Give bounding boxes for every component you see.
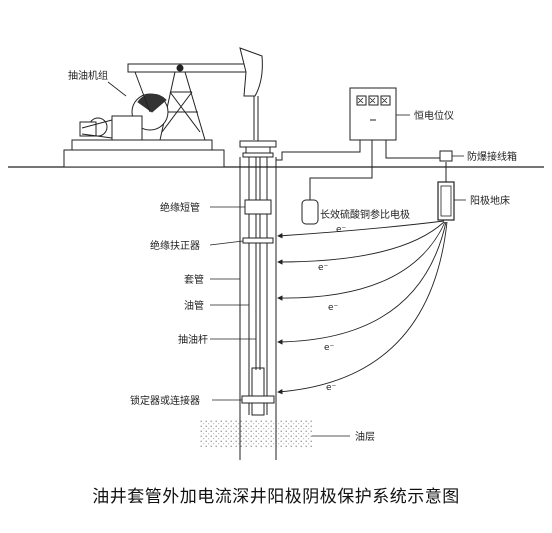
well-column xyxy=(239,157,277,460)
leader-insulating-centralizer xyxy=(209,240,244,246)
label-pump-unit: 抽油机组 xyxy=(68,69,108,82)
label-insulating-centralizer: 绝缘扶正器 xyxy=(150,239,200,252)
electron-label-5: e⁻ xyxy=(326,383,337,393)
label-anode-bed: 阳极地床 xyxy=(470,194,510,207)
wellhead xyxy=(239,140,277,158)
label-insulating-nipple: 绝缘短管 xyxy=(160,201,200,214)
oil-layer xyxy=(200,420,312,448)
current-paths xyxy=(277,220,448,395)
label-potentiostat: 恒电位仪 xyxy=(414,109,454,122)
label-casing: 套管 xyxy=(184,273,204,286)
pump-unit-leader xyxy=(107,81,127,97)
junction-box xyxy=(439,150,453,162)
electron-label-4: e⁻ xyxy=(324,343,335,353)
label-sucker-rod: 抽油杆 xyxy=(178,333,208,346)
label-reference-electrode: 长效硫酸铜参比电极 xyxy=(320,208,410,221)
pump-unit xyxy=(63,47,263,168)
cables xyxy=(276,140,447,200)
label-oil-layer: 油层 xyxy=(355,430,375,443)
diagram-caption: 油井套管外加电流深井阳极阴极保护系统示意图 xyxy=(92,487,460,507)
anode-bed xyxy=(437,181,455,221)
reference-electrode xyxy=(301,199,319,225)
electron-label-3: e⁻ xyxy=(328,303,339,313)
label-anchor-connector: 锁定器或连接器 xyxy=(130,394,200,407)
electron-label-1: e⁻ xyxy=(336,225,347,235)
label-tubing: 油管 xyxy=(184,299,204,312)
potentiostat xyxy=(349,87,397,141)
electron-label-2: e⁻ xyxy=(318,263,329,273)
label-junction-box: 防爆接线箱 xyxy=(467,150,517,163)
